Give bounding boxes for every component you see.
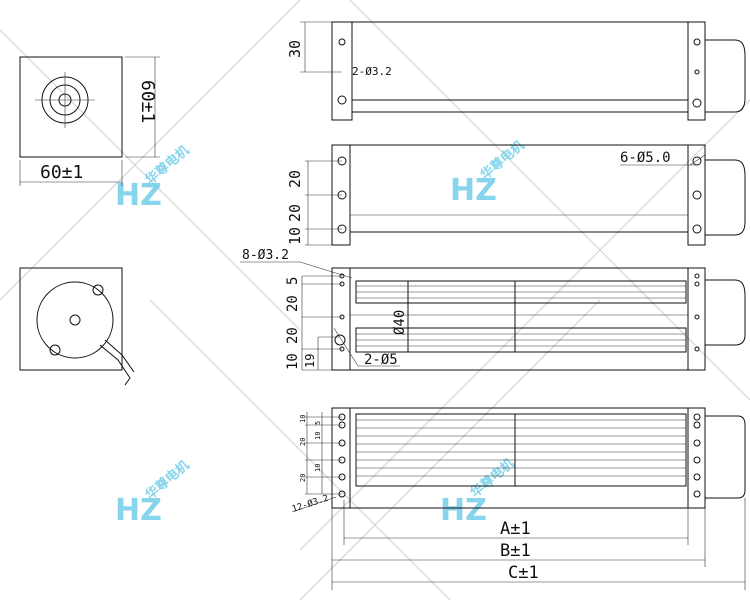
dimension-label: 5 [314, 421, 322, 425]
dimension-label: 19 [303, 354, 317, 368]
dimension-label: 12-Ø3.2 [291, 493, 330, 515]
dimension-label: 10 [314, 464, 322, 472]
overall-dimensions: A±1 B±1 C±1 [331, 498, 746, 590]
dimension-label: 5 [285, 277, 301, 285]
dimension-label: 20 [285, 295, 301, 312]
dimension-label: 10 [299, 415, 307, 423]
dimension-label: 20 [285, 327, 301, 344]
dimension-label: HZ [440, 493, 487, 528]
height-dimension: 60±1 [137, 80, 158, 123]
dimension-label: 华尊电机 [142, 457, 192, 503]
dimension-label: HZ [450, 173, 497, 208]
dimension-label: 20 [299, 438, 307, 446]
dimension-label: 20 [286, 170, 304, 188]
mount-holes [338, 413, 701, 498]
dimension-label: 30 [286, 40, 304, 58]
dimension-b: B±1 [500, 541, 531, 561]
dimension-label: HZ [115, 178, 162, 213]
width-dimension: 60±1 [40, 162, 83, 183]
bottom-view: 10 5 10 20 10 20 12-Ø3.2 [291, 407, 746, 515]
dimension-label: 6-Ø5.0 [620, 150, 671, 166]
dimension-label: 8-Ø3.2 [242, 248, 289, 263]
dimension-label: Ø40 [392, 310, 408, 335]
dimension-label: 2-Ø5 [364, 352, 398, 368]
top-view: 30 2-Ø3.2 [286, 21, 746, 121]
rear-view [19, 267, 135, 386]
dimension-label: HZ [115, 493, 162, 528]
front-view: 60±1 60±1 [19, 56, 160, 186]
dimension-label: 10 [285, 353, 301, 370]
dimension-label: 10 [286, 227, 304, 245]
dimension-label: 华尊电机 [142, 142, 192, 188]
dimension-label: 华尊电机 [467, 455, 517, 501]
dimension-label: 20 [299, 474, 307, 482]
dimension-label: 华尊电机 [477, 137, 527, 183]
dimension-a: A±1 [500, 519, 531, 539]
section-view: 8-Ø3.2 5 20 20 10 19 Ø40 2-Ø5 [240, 248, 746, 371]
dimension-c: C±1 [508, 563, 539, 583]
dimension-label: 2-Ø3.2 [352, 65, 392, 78]
mount-view: 20 20 10 6-Ø5.0 [286, 144, 746, 246]
dimension-label: 10 [314, 432, 322, 440]
dimension-label: 20 [286, 204, 304, 222]
